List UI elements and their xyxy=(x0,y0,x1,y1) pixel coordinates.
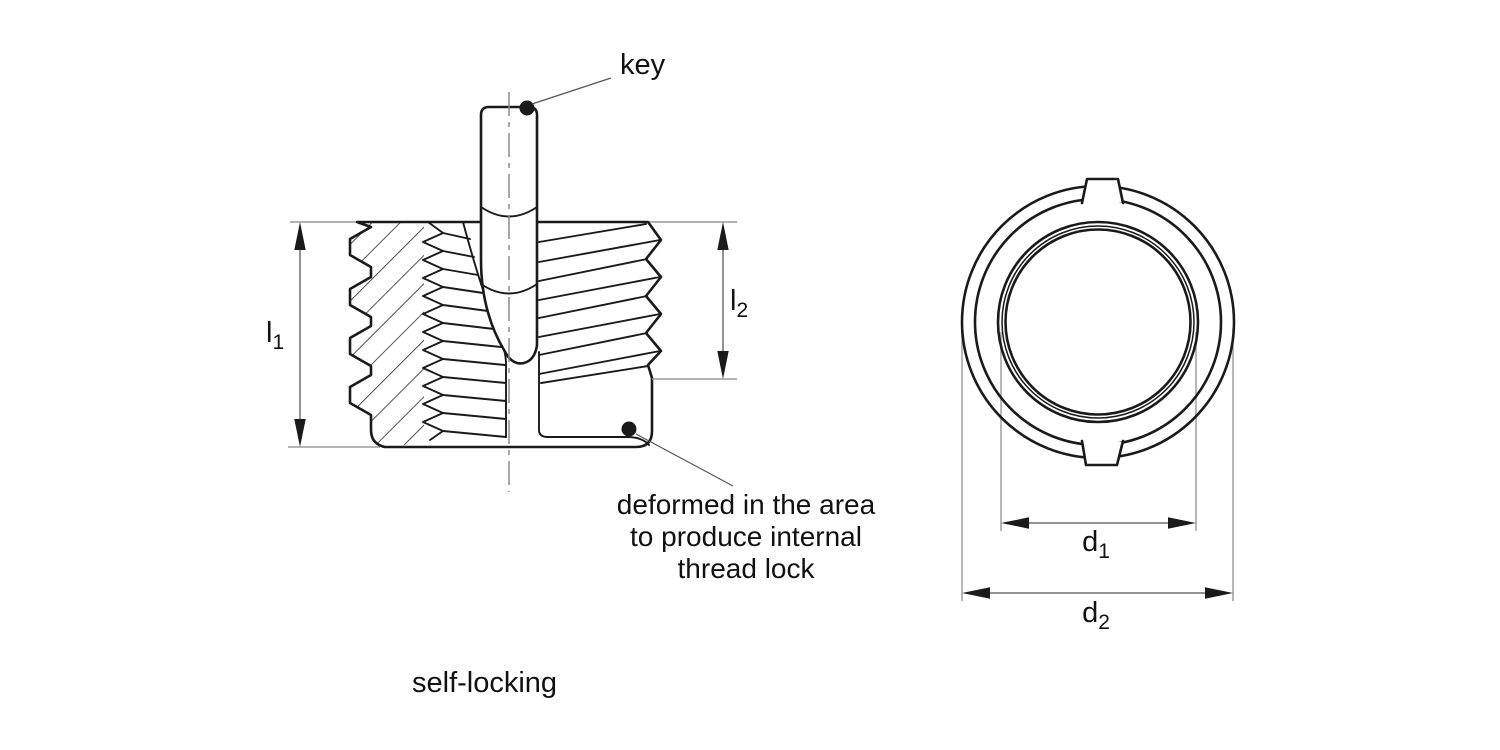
key-tab-top-outline xyxy=(1080,177,1125,205)
d1-arrowhead-left xyxy=(1001,517,1029,529)
deformed-note: deformed in the area to produce internal… xyxy=(571,489,921,585)
d1-label: d1 xyxy=(1046,526,1146,562)
deformed-note-line2: to produce internal xyxy=(630,521,862,552)
l1-label-base: l xyxy=(266,317,273,349)
l1-label: l1 xyxy=(266,317,284,353)
dimension-d2 xyxy=(962,587,1233,599)
bore-circle-inner xyxy=(1004,228,1192,416)
outer-diameter-circle xyxy=(960,184,1236,460)
bore-circle-middle xyxy=(1001,225,1195,419)
deformed-note-line1: deformed in the area xyxy=(616,489,876,520)
end-view xyxy=(960,177,1236,601)
deformed-note-line3: thread lock xyxy=(677,553,815,584)
deformed-leader-line xyxy=(635,433,734,487)
internal-thread-profile xyxy=(422,221,444,441)
key-tab-bottom-outline xyxy=(1080,439,1125,467)
d2-arrowhead-right xyxy=(1205,587,1233,599)
section-view xyxy=(288,77,737,492)
dimension-l2 xyxy=(652,222,737,380)
key-label: key xyxy=(620,49,666,81)
key-tab-bottom-fill xyxy=(1082,442,1123,465)
internal-thread-flank-lines xyxy=(442,232,507,438)
bore-circle-outer xyxy=(996,220,1200,424)
deformed-leader-dot xyxy=(621,421,637,437)
d1-label-subscript: 1 xyxy=(1098,539,1110,563)
caption-self-locking: self-locking xyxy=(412,667,558,699)
d1-label-base: d xyxy=(1082,526,1099,558)
l1-arrowhead-up xyxy=(294,222,306,250)
key-pin-arc-lower xyxy=(480,283,538,295)
key-tab-top xyxy=(1080,177,1125,205)
bore-profile-right-and-floor xyxy=(538,351,650,446)
l1-label-subscript: 1 xyxy=(272,330,285,354)
key-leader-line xyxy=(531,77,612,105)
thread-root-circle xyxy=(973,197,1223,447)
d2-label: d2 xyxy=(1046,597,1146,633)
l2-arrowhead-down xyxy=(717,351,729,379)
external-thread-flank-lines xyxy=(538,223,661,384)
l2-arrowhead-up xyxy=(717,222,729,250)
section-hatching xyxy=(350,222,424,446)
l2-label-base: l xyxy=(730,285,737,317)
l2-label-subscript: 2 xyxy=(736,298,749,322)
dimension-d1 xyxy=(1001,517,1196,529)
l1-arrowhead-down xyxy=(294,419,306,447)
key-tab-top-fill xyxy=(1082,179,1123,202)
dimension-l1 xyxy=(294,222,306,447)
d2-label-base: d xyxy=(1082,597,1099,629)
key-leader-dot xyxy=(519,100,535,116)
d2-arrowhead-left xyxy=(962,587,990,599)
l2-label: l2 xyxy=(730,285,748,321)
key-tab-bottom xyxy=(1080,439,1125,467)
d2-label-subscript: 2 xyxy=(1098,610,1110,634)
d1-arrowhead-right xyxy=(1168,517,1196,529)
